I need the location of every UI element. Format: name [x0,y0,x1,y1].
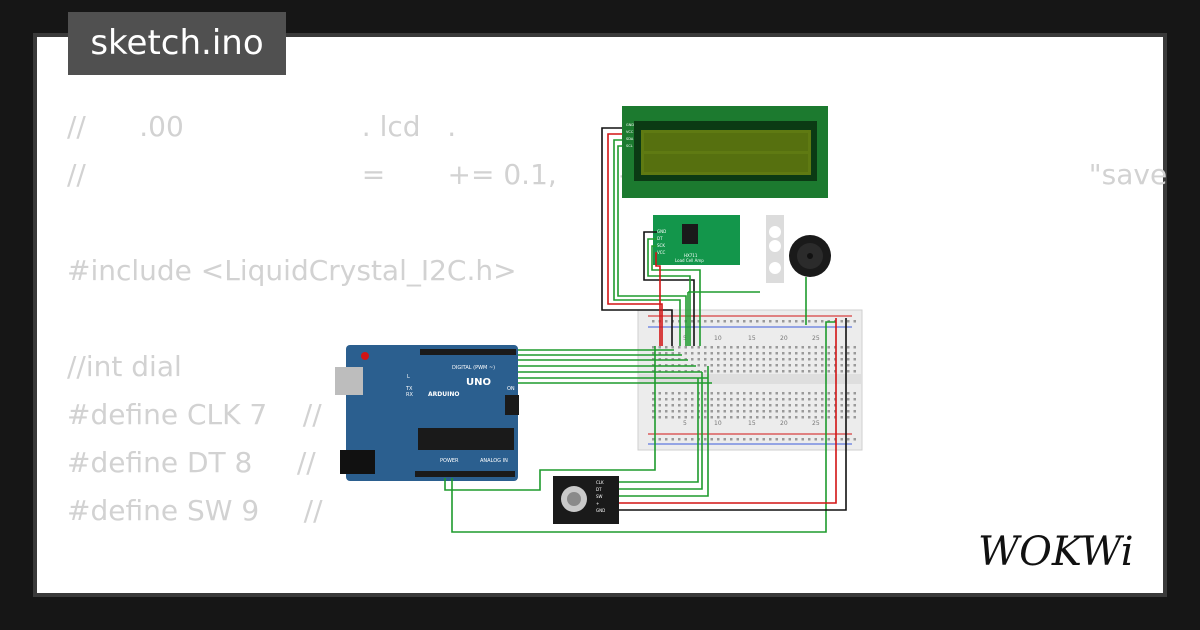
breadboard-column-number: 5 [683,335,687,342]
code-line: #define SW 9 // [67,494,323,527]
wokwi-logo-text: WOKWi [978,529,1134,575]
on-led-label: ON [507,386,515,392]
hx711-pin-label: SCK [657,243,665,248]
encoder-pin-label: + [596,501,599,506]
hx711-pin-label: GND [657,229,666,234]
hx711-pin-label: DT [657,236,663,241]
wires [444,127,847,533]
lcd-display: GND VCC SDA SCL [622,106,828,198]
breadboard-column-number: 10 [714,420,722,427]
uno-label: UNO [466,377,491,388]
code-line: #define DT 8 // [67,446,316,479]
encoder-pin-label: SW [596,494,603,499]
hx711-module: HX711 Load Cell Amp GND DT SCK VCC [653,215,740,265]
hx711-name-label: Load Cell Amp [675,258,704,263]
tx-label: TX [405,386,413,392]
breadboard-column-number: 5 [683,420,687,427]
filename-tag: sketch.ino [68,12,286,75]
reset-button [361,352,369,360]
rotary-encoder: CLK DT SW + GND [553,476,619,524]
code-line: #include <LiquidCrystal_I2C.h> [67,254,517,287]
breadboard-column-number: 15 [748,420,756,427]
load-cell [766,215,784,283]
arduino-brand-label: ARDUINO [428,391,459,398]
power-label: POWER [440,458,459,464]
analog-label: ANALOG IN [480,458,508,464]
encoder-pin-label: GND [596,508,605,513]
arduino-uno: DIGITAL (PWM ~) UNO ARDUINO L TX RX ON P… [335,345,519,481]
code-preview: // .00 . lcd . // = += 0.1, -= 0 "saved"… [67,103,1167,597]
encoder-pin-label: CLK [596,480,604,485]
breadboard-column-number: 25 [812,420,820,427]
buzzer [789,235,831,277]
lcd-pin-label: SDA [626,137,634,141]
breadboard: 5 10 15 20 25 5 10 15 20 25 [637,309,863,451]
breadboard-column-number: 10 [714,335,722,342]
lcd-pin-label: GND [626,123,634,127]
hx711-pin-label: VCC [657,250,666,255]
breadboard-column-number: 15 [748,335,756,342]
code-line: . [67,583,1167,597]
digital-pins-label: DIGITAL (PWM ~) [452,365,495,371]
code-line: #define CLK 7 // K [67,398,723,431]
encoder-pin-label: DT [596,487,602,492]
wokwi-logo: WOKWi [978,529,1134,575]
breadboard-column-number: 25 [812,335,820,342]
hx711-chip-label: HX711 [684,253,698,258]
lcd-pin-label: SCL [626,144,633,148]
lcd-pin-label: VCC [626,130,634,134]
rx-label: RX [406,392,413,398]
l-led-label: L [407,374,410,380]
card-content: // .00 . lcd . // = += 0.1, -= 0 "saved"… [33,33,1167,597]
code-line: //int dial [67,350,182,383]
code-line: // .00 . lcd . [67,110,457,143]
breadboard-column-number: 20 [780,335,788,342]
breadboard-column-number: 20 [780,420,788,427]
